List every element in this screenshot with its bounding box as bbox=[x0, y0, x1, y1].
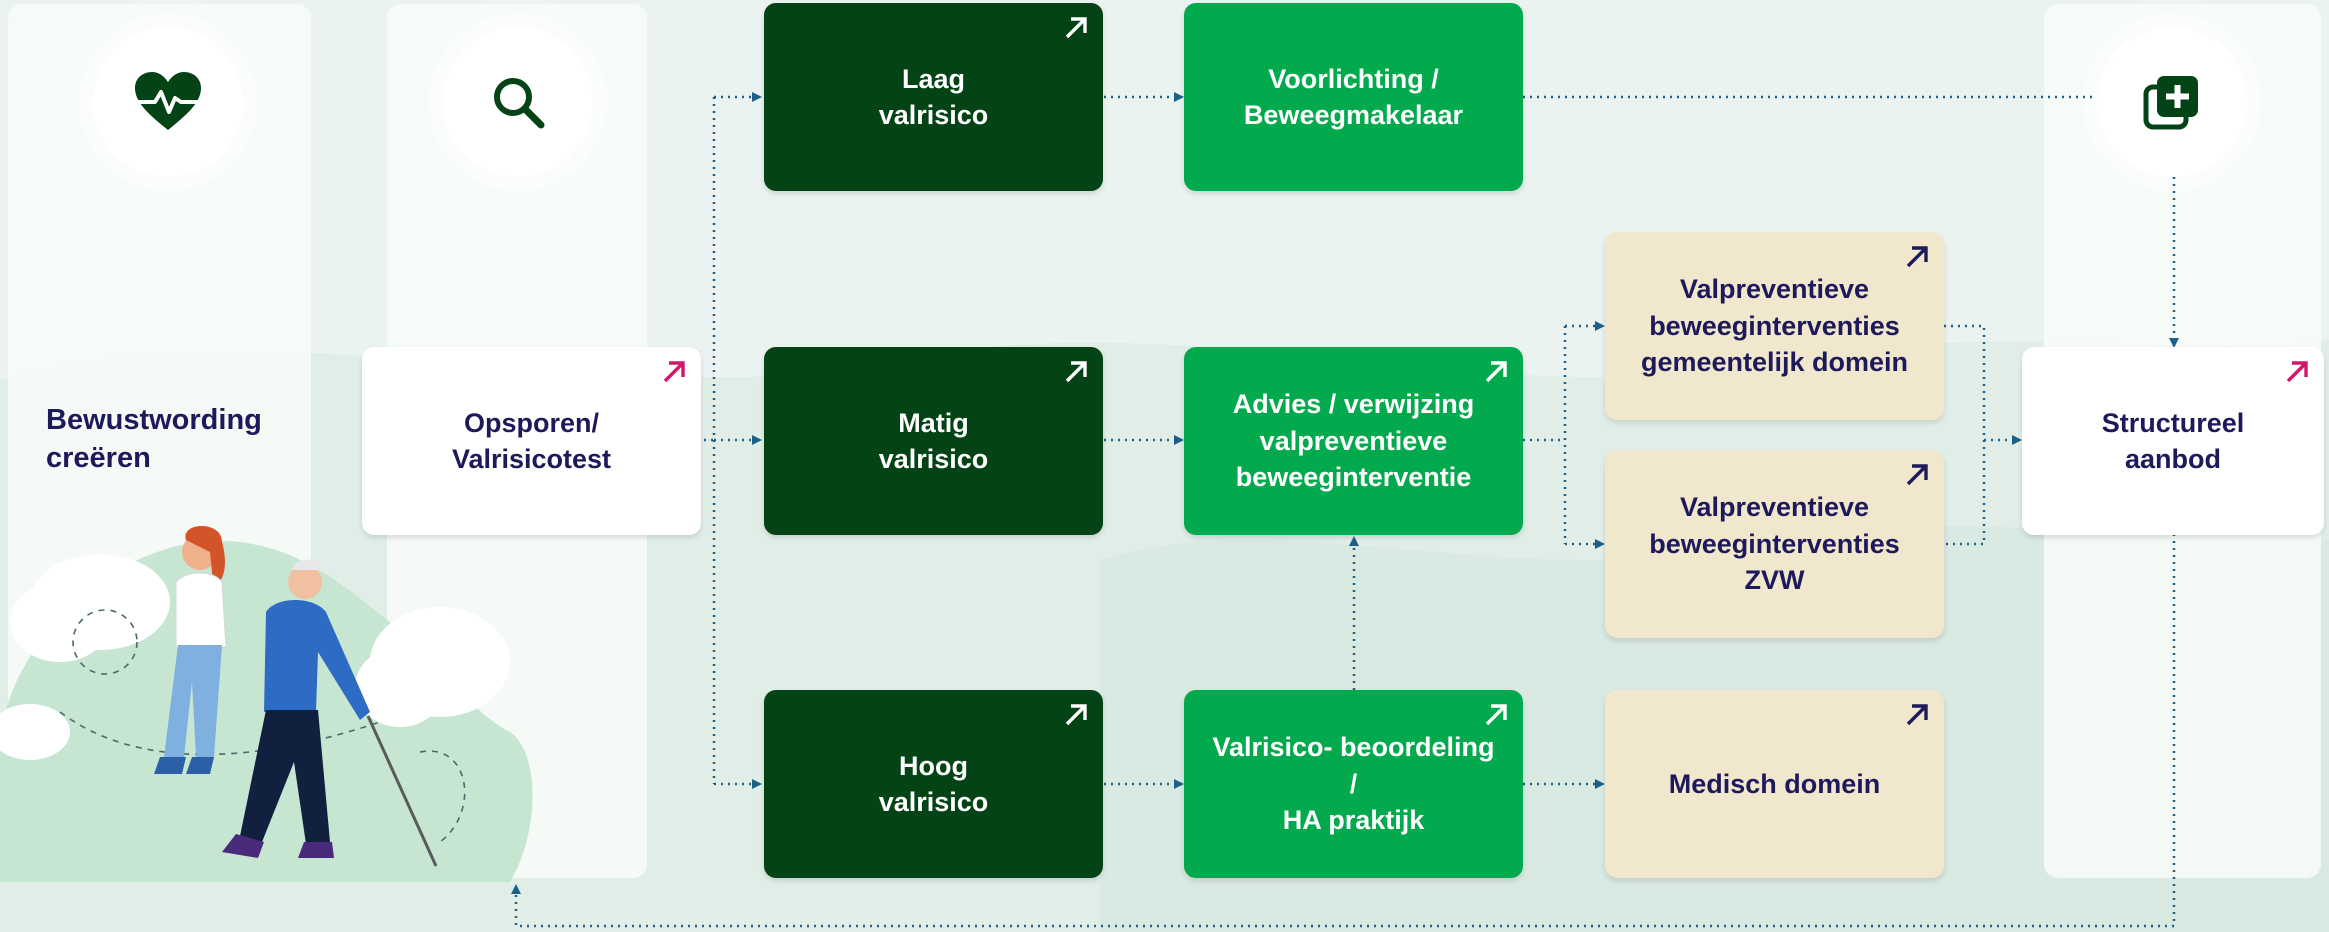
box-medisch-domein[interactable]: Medisch domein bbox=[1605, 690, 1944, 878]
external-arrow-icon bbox=[1065, 361, 1087, 383]
box-voorlichting-label: Voorlichting / Beweegmakelaar bbox=[1243, 63, 1464, 130]
box-advies-verwijzing[interactable]: Advies / verwijzing valpreventieve bewee… bbox=[1184, 347, 1523, 535]
box-beoordeling-label: Valrisico- beoordeling / HA praktijk bbox=[1212, 732, 1495, 836]
box-opsporen-label: Opsporen/ Valrisicotest bbox=[451, 407, 612, 474]
box-hoog-valrisico[interactable]: Hoog valrisico bbox=[764, 690, 1103, 878]
box-structureel-label: Structureel aanbod bbox=[2101, 407, 2245, 474]
external-arrow-icon bbox=[663, 361, 685, 383]
box-matig-label: Matig valrisico bbox=[878, 407, 989, 474]
box-structureel-aanbod[interactable]: Structureel aanbod bbox=[2022, 347, 2324, 535]
search-icon bbox=[494, 78, 545, 129]
heartbeat-circle bbox=[93, 27, 243, 177]
box-gemeentelijk-label: Valpreventieve beweeginterventies gemeen… bbox=[1640, 274, 1909, 378]
caregiver-elderly-illustration bbox=[0, 526, 533, 882]
external-arrow-icon bbox=[1485, 704, 1507, 726]
external-arrow-icon bbox=[2286, 361, 2308, 383]
box-voorlichting[interactable]: Voorlichting / Beweegmakelaar bbox=[1184, 3, 1523, 191]
box-opsporen[interactable]: Opsporen/ Valrisicotest bbox=[362, 347, 701, 535]
external-arrow-icon bbox=[1065, 704, 1087, 726]
box-hoog-label: Hoog valrisico bbox=[878, 750, 989, 817]
box-medisch-label: Medisch domein bbox=[1668, 768, 1881, 799]
external-arrow-icon bbox=[1906, 464, 1928, 486]
box-zvw[interactable]: Valpreventieve beweeginterventies ZVW bbox=[1605, 450, 1944, 638]
box-gemeentelijk-domein[interactable]: Valpreventieve beweeginterventies gemeen… bbox=[1605, 232, 1944, 420]
external-arrow-icon bbox=[1906, 704, 1928, 726]
box-zvw-label: Valpreventieve beweeginterventies ZVW bbox=[1649, 492, 1900, 596]
external-arrow-icon bbox=[1065, 17, 1087, 39]
box-laag-valrisico[interactable]: Laag valrisico bbox=[764, 3, 1103, 191]
external-arrow-icon bbox=[1485, 361, 1507, 383]
add-copy-icon bbox=[2143, 76, 2198, 130]
add-copy-circle bbox=[2097, 27, 2247, 177]
external-arrow-icon bbox=[1906, 246, 1928, 268]
heartbeat-icon bbox=[135, 72, 201, 130]
box-advies-label: Advies / verwijzing valpreventieve bewee… bbox=[1232, 389, 1475, 493]
box-valrisico-beoordeling[interactable]: Valrisico- beoordeling / HA praktijk bbox=[1184, 690, 1523, 878]
box-matig-valrisico[interactable]: Matig valrisico bbox=[764, 347, 1103, 535]
search-circle bbox=[443, 27, 593, 177]
awareness-label: Bewustwording creëren bbox=[46, 404, 262, 474]
box-laag-label: Laag valrisico bbox=[878, 63, 989, 130]
